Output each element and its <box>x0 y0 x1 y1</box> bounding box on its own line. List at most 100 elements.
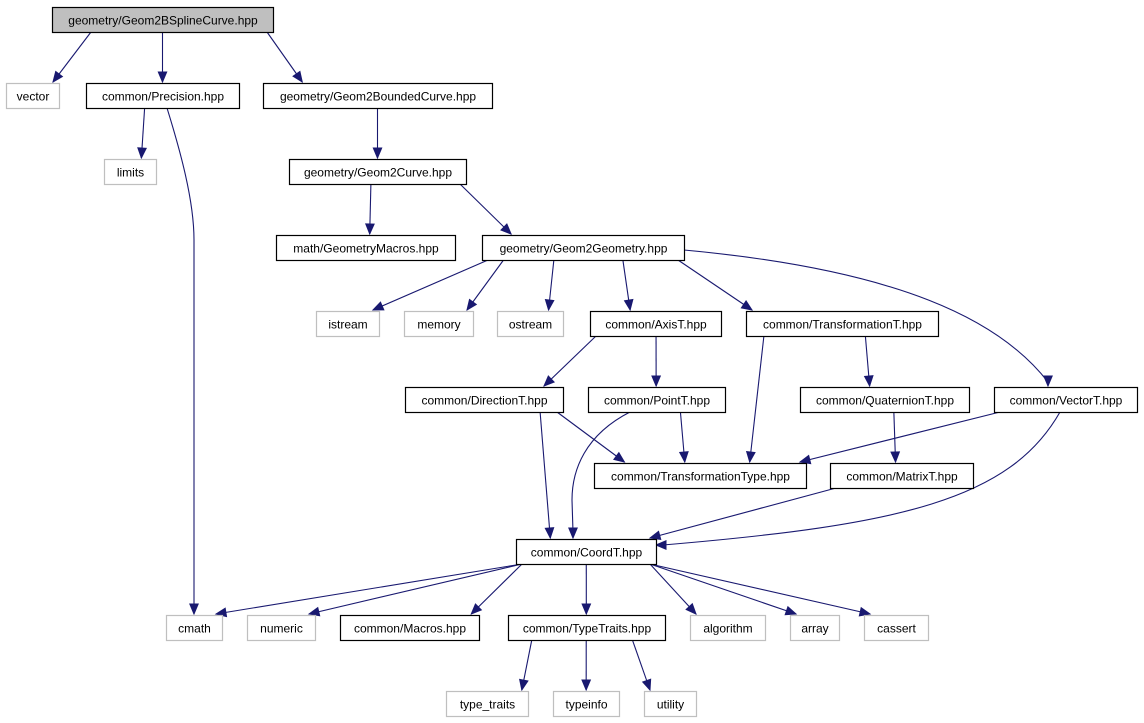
edge-geom2geometry-to-ostream-arrowhead <box>544 299 555 312</box>
node-transformationtype-label: common/TransformationType.hpp <box>611 470 790 484</box>
node-transformationt-label: common/TransformationT.hpp <box>763 318 922 332</box>
node-geom2geometry[interactable]: geometry/Geom2Geometry.hpp <box>481 234 686 262</box>
edge-vectort-to-coordt-arrowhead <box>654 540 667 550</box>
node-geom2curve[interactable]: geometry/Geom2Curve.hpp <box>288 158 468 186</box>
edge-geom2geometry-to-memory-arrowhead <box>466 298 478 312</box>
node-vector-label: vector <box>17 90 50 104</box>
node-transformationt[interactable]: common/TransformationT.hpp <box>745 310 940 338</box>
node-limits-box <box>103 158 158 186</box>
node-geometrymacros-label: math/GeometryMacros.hpp <box>293 242 439 256</box>
nodes-layer: geometry/Geom2BSplineCurve.hpp vector comm… <box>5 6 1139 718</box>
edges-layer <box>52 31 1061 692</box>
edge-geom2geometry-to-axist-arrowhead <box>623 298 634 312</box>
edge-transformationt-to-transformationtype-arrowhead <box>745 451 756 464</box>
node-limits-label: limits <box>117 166 144 180</box>
edge-pointt-to-transformationtype-arrowhead <box>678 451 689 464</box>
edge-precision-to-cmath <box>166 107 195 614</box>
edge-coordt-to-array-arrowhead <box>784 605 798 616</box>
node-type_traits-label: type_traits <box>460 698 515 712</box>
node-limits: limits <box>103 158 158 186</box>
edge-geom2geometry-to-vectort <box>683 249 1049 386</box>
node-geometrymacros-box <box>275 234 457 262</box>
node-quaterniont[interactable]: common/QuaternionT.hpp <box>799 386 971 414</box>
edge-precision-to-limits-arrowhead <box>137 147 147 160</box>
node-directiont-label: common/DirectionT.hpp <box>421 394 547 408</box>
node-vector-box <box>5 82 61 110</box>
node-typeinfo-label: typeinfo <box>565 698 607 712</box>
node-array: array <box>789 614 841 642</box>
edge-typetraits-to-typeinfo-arrowhead <box>581 679 592 692</box>
node-vectort[interactable]: common/VectorT.hpp <box>993 386 1139 414</box>
node-macros-label: common/Macros.hpp <box>354 622 466 636</box>
node-transformationtype[interactable]: common/TransformationType.hpp <box>593 462 808 490</box>
edge-transformationt-to-quaterniont-arrowhead <box>863 375 874 388</box>
node-matrixt-box <box>829 462 975 490</box>
edge-coordt-to-cassert-arrowhead <box>858 606 872 617</box>
node-matrixt-label: common/MatrixT.hpp <box>846 470 958 484</box>
node-utility: utility <box>643 690 698 718</box>
node-pointt-box <box>587 386 727 414</box>
edge-axist-to-pointt-arrowhead <box>651 375 662 388</box>
edge-coordt-to-macros-arrowhead <box>470 603 483 615</box>
node-utility-box <box>643 690 698 718</box>
node-transformationt-box <box>745 310 940 338</box>
node-cassert-box <box>863 614 930 642</box>
node-geom2curve-label: geometry/Geom2Curve.hpp <box>304 166 452 180</box>
node-quaterniont-box <box>799 386 971 414</box>
node-coordt-label: common/CoordT.hpp <box>531 546 643 560</box>
node-array-label: array <box>801 622 828 636</box>
node-array-box <box>789 614 841 642</box>
node-axist[interactable]: common/AxisT.hpp <box>589 310 723 338</box>
edge-coordt-to-macros <box>470 563 523 615</box>
node-cmath: cmath <box>165 614 224 642</box>
node-axist-box <box>589 310 723 338</box>
node-typeinfo: typeinfo <box>552 690 621 718</box>
node-ostream-label: ostream <box>509 318 552 332</box>
node-typetraits[interactable]: common/TypeTraits.hpp <box>507 614 667 642</box>
node-ostream: ostream <box>496 310 565 338</box>
node-cmath-label: cmath <box>178 622 211 636</box>
edge-directiont-to-transformationtype <box>556 411 625 463</box>
edge-geom2curve-to-geom2geometry-arrowhead <box>500 223 512 235</box>
node-matrixt[interactable]: common/MatrixT.hpp <box>829 462 975 490</box>
edge-geom2geometry-to-istream <box>372 259 489 311</box>
node-coordt[interactable]: common/CoordT.hpp <box>515 538 658 566</box>
edge-directiont-to-coordt <box>539 411 551 539</box>
node-geom2bounded[interactable]: geometry/Geom2BoundedCurve.hpp <box>262 82 494 110</box>
node-vectort-box <box>993 386 1139 414</box>
edge-geom2geometry-to-istream-arrowhead <box>371 301 385 311</box>
node-directiont-box <box>404 386 565 414</box>
node-precision[interactable]: common/Precision.hpp <box>85 82 241 110</box>
node-axist-label: common/AxisT.hpp <box>605 318 707 332</box>
node-macros[interactable]: common/Macros.hpp <box>339 614 481 642</box>
node-type_traits-box <box>445 690 530 718</box>
edge-coordt-to-numeric <box>308 563 523 615</box>
node-algorithm: algorithm <box>689 614 767 642</box>
edge-geom2curve-to-geometrymacros-arrowhead <box>365 223 375 236</box>
edge-transformationt-to-transformationtype <box>749 335 765 463</box>
edge-typetraits-to-utility-arrowhead <box>641 678 652 692</box>
edge-directiont-to-transformationtype-arrowhead <box>613 451 626 463</box>
edge-geom2geometry-to-vectort-arrowhead <box>1043 375 1053 388</box>
node-vector: vector <box>5 82 61 110</box>
node-vectort-label: common/VectorT.hpp <box>1010 394 1123 408</box>
edge-geom2bspline-to-vector-arrowhead <box>52 70 64 84</box>
node-istream-box <box>315 310 381 338</box>
edge-axist-to-directiont <box>543 335 597 387</box>
node-memory-box <box>403 310 475 338</box>
node-cmath-box <box>165 614 224 642</box>
node-numeric-label: numeric <box>260 622 303 636</box>
node-pointt[interactable]: common/PointT.hpp <box>587 386 727 414</box>
edge-vectort-to-transformationtype-arrowhead <box>798 454 812 465</box>
node-algorithm-label: algorithm <box>703 622 752 636</box>
edge-typetraits-to-type_traits-arrowhead <box>519 678 529 692</box>
edge-coordt-to-typetraits-arrowhead <box>581 603 592 616</box>
edge-vectort-to-coordt <box>656 411 1061 546</box>
node-geometrymacros[interactable]: math/GeometryMacros.hpp <box>275 234 457 262</box>
edge-pointt-to-coordt <box>571 411 631 538</box>
node-directiont[interactable]: common/DirectionT.hpp <box>404 386 565 414</box>
edge-vectort-to-transformationtype <box>799 411 1001 463</box>
node-istream: istream <box>315 310 381 338</box>
node-geom2bspline[interactable]: geometry/Geom2BSplineCurve.hpp <box>51 6 275 34</box>
node-cassert: cassert <box>863 614 930 642</box>
